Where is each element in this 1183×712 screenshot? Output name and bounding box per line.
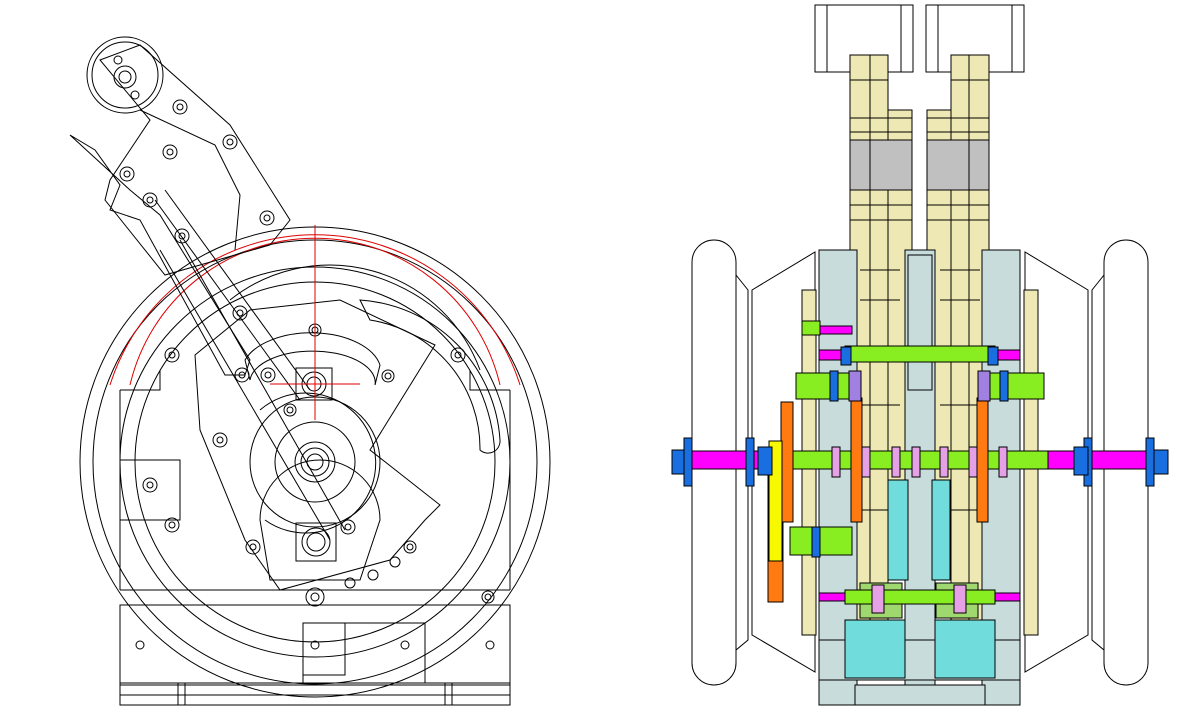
centerlines	[270, 225, 360, 420]
bearings	[671, 346, 1169, 558]
collars	[848, 370, 991, 402]
cyan-blocks	[844, 479, 996, 679]
track-segments	[850, 55, 989, 635]
side-view	[69, 36, 551, 706]
flipper-arm	[69, 44, 346, 541]
arm-roller	[86, 36, 164, 114]
rotating-plate	[194, 299, 441, 591]
motor-blocks	[849, 139, 990, 191]
base-frame	[119, 589, 511, 706]
front-section-view	[671, 4, 1169, 706]
top-rollers	[814, 4, 1025, 73]
slotted-arc	[229, 264, 501, 454]
spacers	[831, 446, 1008, 614]
